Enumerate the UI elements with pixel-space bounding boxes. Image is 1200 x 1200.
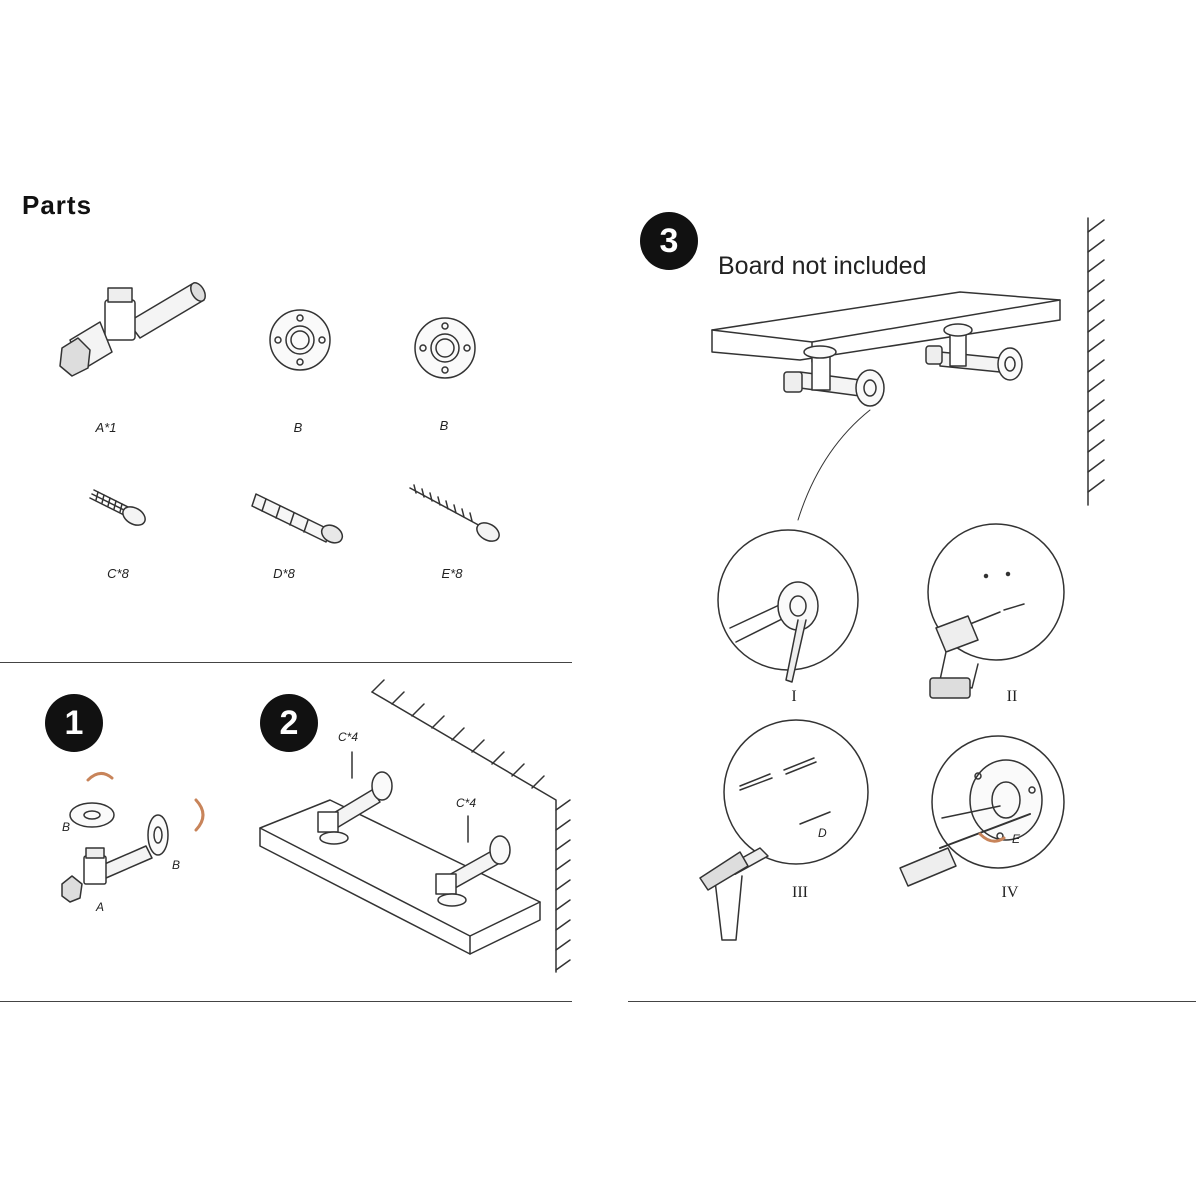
- substep-4-label-e: E: [1012, 832, 1021, 846]
- detail-circle-2: [927, 523, 1065, 699]
- step2-drawing: [259, 679, 571, 973]
- step2-callout-2: C*4: [456, 796, 477, 810]
- step-1-badge: 1: [45, 694, 103, 752]
- step-2-badge: 2: [260, 694, 318, 752]
- detail-circle-1: [717, 529, 859, 683]
- part-label-b1: B: [293, 420, 303, 435]
- step3-drawing: [711, 217, 1105, 521]
- divider-left-top: [0, 662, 572, 663]
- step1-label-a: A: [96, 900, 105, 914]
- short-screw-icon: [89, 489, 146, 526]
- part-label-a: A*1: [95, 420, 117, 435]
- part-label-d: D*8: [273, 566, 295, 581]
- parts-title: Parts: [22, 190, 93, 220]
- detail-circle-3: [699, 719, 869, 941]
- divider-right-bottom: [628, 1001, 1196, 1002]
- divider-left-bottom: [0, 1001, 572, 1002]
- step-3-badge: 3: [640, 212, 698, 270]
- step1-label-b-right: B: [172, 858, 181, 872]
- step1-drawing: [61, 772, 205, 903]
- substep-numeral-1: I: [791, 688, 797, 705]
- step2-callout-1: C*4: [338, 730, 359, 744]
- substep-3-label-d: D: [818, 826, 827, 840]
- floor-flange-icon: [414, 317, 476, 379]
- detail-circle-4: [899, 735, 1065, 887]
- long-screw-icon: [409, 484, 500, 542]
- substep-numeral-4: IV: [1001, 884, 1019, 901]
- step1-label-b-left: B: [62, 820, 71, 834]
- substep-numeral-3: III: [792, 884, 808, 901]
- substep-numeral-2: II: [1006, 688, 1018, 705]
- floor-flange-icon: [269, 309, 331, 371]
- wall-anchor-icon: [251, 493, 344, 544]
- part-label-c: C*8: [107, 566, 129, 581]
- part-label-e: E*8: [441, 566, 463, 581]
- board-note: Board not included: [718, 252, 927, 280]
- part-label-b2: B: [439, 418, 449, 433]
- pipe-elbow-icon: [59, 282, 206, 377]
